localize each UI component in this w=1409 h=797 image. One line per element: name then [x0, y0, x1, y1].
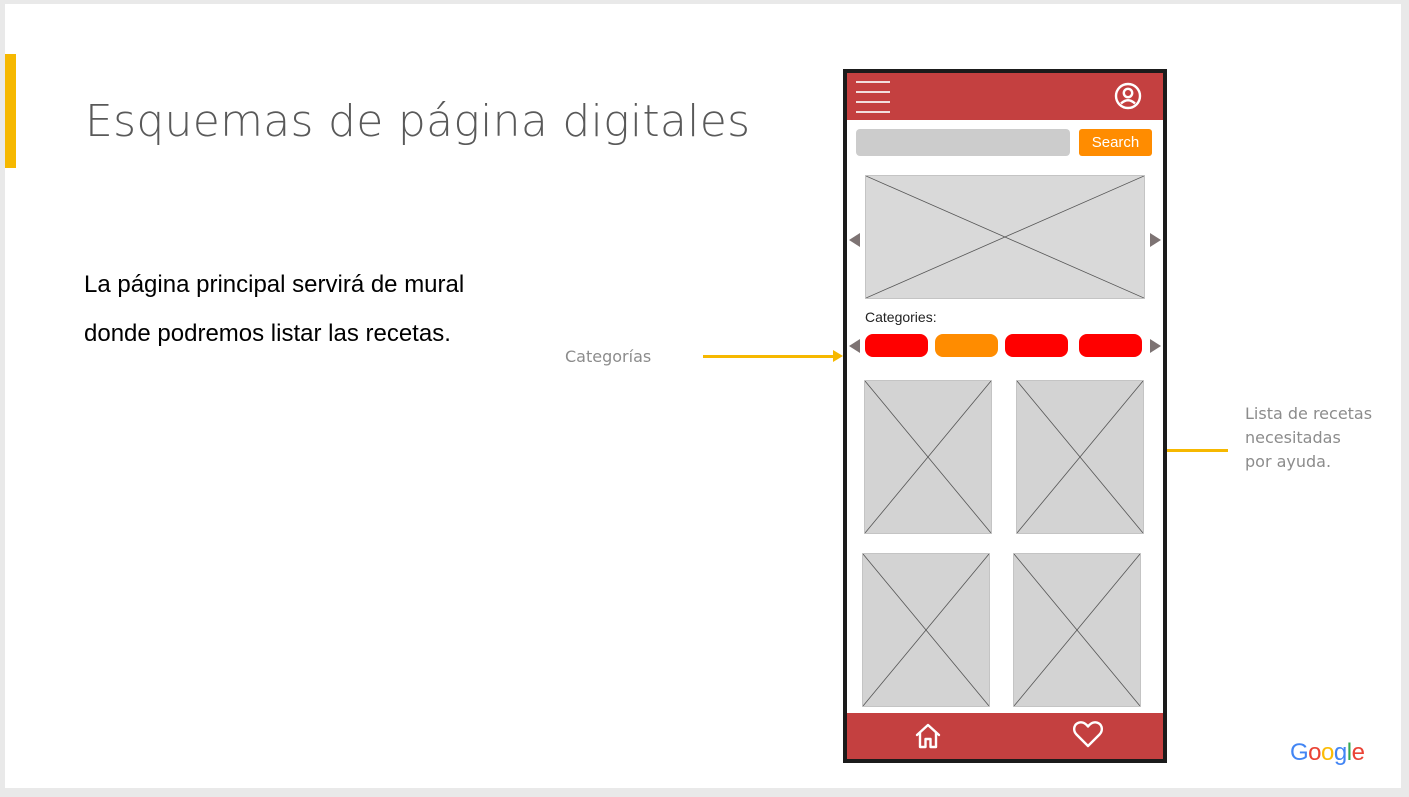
google-logo: Google — [1290, 739, 1365, 767]
triangle-right-icon[interactable] — [1150, 339, 1161, 353]
category-chip[interactable] — [935, 334, 998, 357]
category-chip[interactable] — [865, 334, 928, 357]
recipe-card-placeholder[interactable] — [862, 553, 990, 707]
annotation-categories: Categorías — [565, 347, 652, 366]
triangle-left-icon[interactable] — [849, 339, 860, 353]
accent-bar — [5, 54, 16, 168]
category-chip[interactable] — [1079, 334, 1142, 357]
google-logo-letter: o — [1308, 739, 1322, 766]
hamburger-icon[interactable] — [856, 81, 890, 113]
categories-label: Categories: — [865, 309, 937, 325]
phone-footer — [847, 713, 1163, 759]
slide: Esquemas de página digitales La página p… — [5, 4, 1401, 788]
annotation-recipes: Lista de recetas necesitadas por ayuda. — [1245, 404, 1373, 471]
phone-header — [847, 73, 1163, 120]
category-chip[interactable] — [1005, 334, 1068, 357]
google-logo-letter: G — [1290, 739, 1309, 766]
google-logo-letter: g — [1333, 739, 1347, 766]
recipe-card-placeholder[interactable] — [864, 380, 992, 534]
triangle-left-icon[interactable] — [849, 233, 860, 247]
heart-icon[interactable] — [1072, 719, 1104, 749]
search-input[interactable] — [856, 129, 1070, 156]
google-logo-letter: o — [1321, 739, 1334, 766]
google-logo-letter: e — [1351, 739, 1365, 766]
triangle-right-icon[interactable] — [1150, 233, 1161, 247]
user-circle-icon[interactable] — [1113, 81, 1143, 111]
carousel-image-placeholder — [865, 175, 1145, 299]
google-logo-letter: l — [1346, 739, 1352, 766]
slide-title: Esquemas de página digitales — [85, 96, 751, 147]
search-button[interactable]: Search — [1079, 129, 1152, 156]
phone-wireframe: Search Categories: — [843, 69, 1167, 763]
recipe-card-placeholder[interactable] — [1016, 380, 1144, 534]
arrow-to-categories — [703, 350, 843, 362]
slide-body: La página principal servirá de mural don… — [84, 271, 465, 347]
recipe-card-placeholder[interactable] — [1013, 553, 1141, 707]
home-icon[interactable] — [913, 721, 943, 751]
